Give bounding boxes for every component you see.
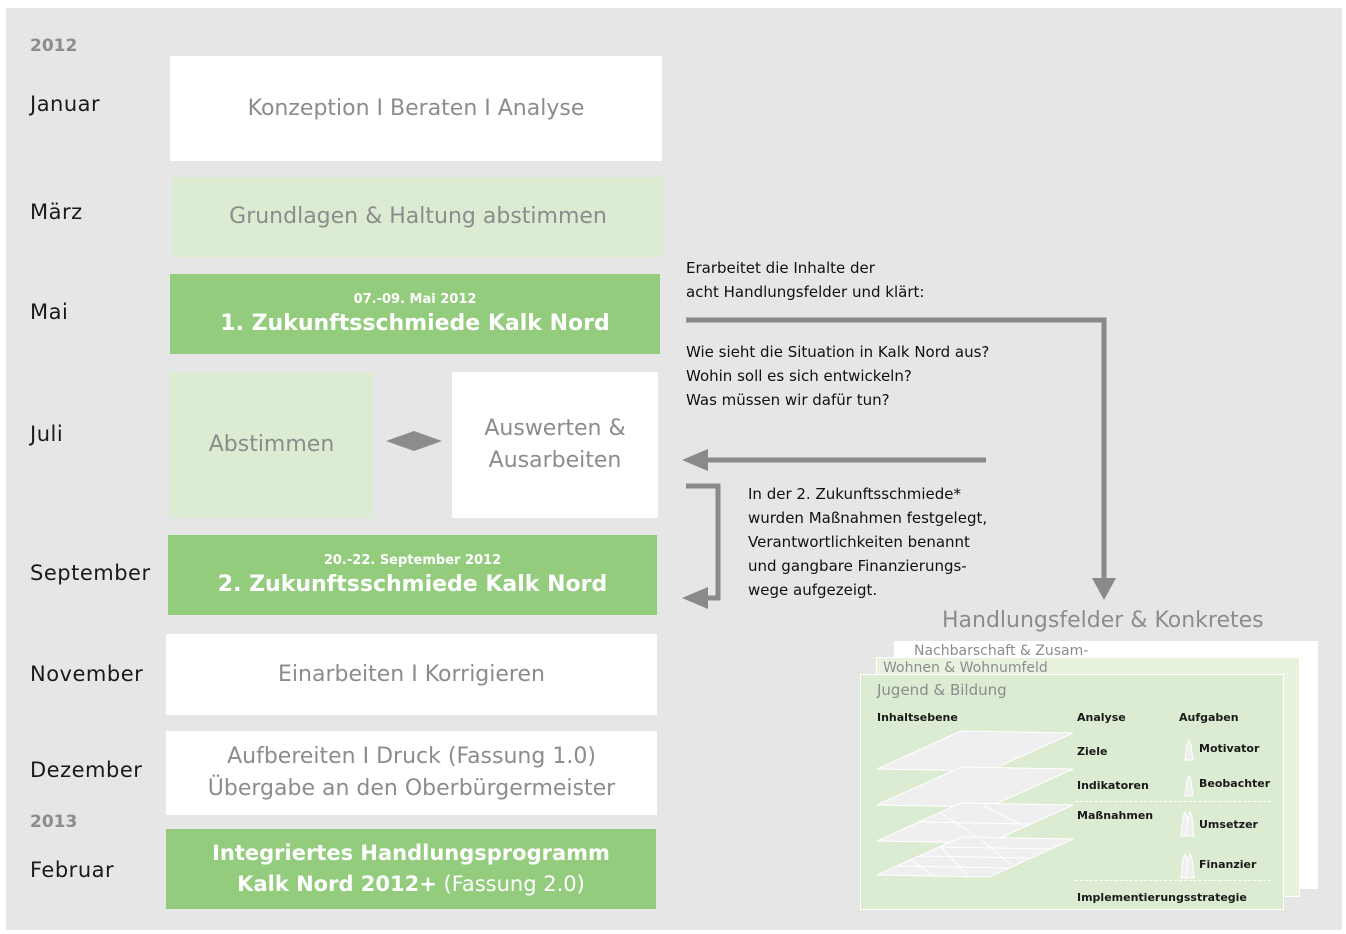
note-intro-line1: Erarbeitet die Inhalte der <box>686 259 875 277</box>
label-ziele: Ziele <box>1077 745 1108 758</box>
zukunftsschmiede-2-title: 2. Zukunftsschmiede Kalk Nord <box>217 572 608 597</box>
note-zs2-line1: In der 2. Zukunftsschmiede* <box>748 485 962 503</box>
zukunftsschmiede-2-date: 20.-22. September 2012 <box>323 553 502 568</box>
zukunftsschmiede-1-box: 07.-09. Mai 2012 1. Zukunftsschmiede Kal… <box>170 274 660 354</box>
note-zs2-line3: Verantwortlichkeiten benannt <box>748 533 970 551</box>
zukunftsschmiede-2-box: 20.-22. September 2012 2. Zukunftsschmie… <box>168 535 657 615</box>
diagram-canvas: 2012 2013 Januar März Mai Juli September… <box>6 8 1342 930</box>
label-massnahmen: Maßnahmen <box>1077 809 1154 822</box>
label-aufgaben: Aufgaben <box>1179 711 1239 724</box>
arrow-to-september <box>686 483 721 601</box>
step-auswerten-line2: Ausarbeiten <box>488 448 622 473</box>
divider-dashed-2 <box>1075 880 1271 881</box>
note-zukunftsschmiede-2: In der 2. Zukunftsschmiede* wurden Maßna… <box>748 482 987 602</box>
label-indikatoren: Indikatoren <box>1077 779 1149 792</box>
note-intro: Erarbeitet die Inhalte der acht Handlung… <box>686 256 924 304</box>
step-aufbereiten-box: Aufbereiten I Druck (Fassung 1.0) Überga… <box>166 731 657 815</box>
beobachter-figure-icon <box>1184 775 1194 797</box>
month-dezember: Dezember <box>30 758 143 782</box>
step-konzeption-text: Konzeption I Beraten I Analyse <box>247 95 585 121</box>
note-zs2-line2: wurden Maßnahmen festgelegt, <box>748 509 988 527</box>
note-zs2-line5: wege aufgezeigt. <box>748 581 878 599</box>
year-2012-label: 2012 <box>30 36 78 56</box>
step-einarbeiten-text: Einarbeiten I Korrigieren <box>278 661 545 687</box>
layer-planes-graphic <box>876 730 1074 878</box>
year-2013-label: 2013 <box>30 812 78 832</box>
month-juli: Juli <box>30 422 64 446</box>
step-grundlagen-text: Grundlagen & Haltung abstimmen <box>229 204 607 229</box>
label-implementierung: Implementierungsstrategie <box>1077 891 1247 904</box>
card-jugend-bildung: Jugend & Bildung Inhaltsebene Analyse Au… <box>860 674 1284 910</box>
step-auswerten-line1: Auswerten & <box>484 416 626 441</box>
month-september: September <box>30 561 151 585</box>
step-abstimmen-text: Abstimmen <box>208 432 335 457</box>
label-umsetzer: Umsetzer <box>1199 818 1258 831</box>
label-analyse: Analyse <box>1077 711 1126 724</box>
card-jugend-label: Jugend & Bildung <box>877 681 1007 699</box>
handlungsfelder-title: Handlungsfelder & Konkretes <box>942 608 1264 633</box>
label-inhaltsebene: Inhaltsebene <box>877 711 958 724</box>
month-februar: Februar <box>30 858 115 882</box>
final-programm-box: Integriertes Handlungsprogramm Kalk Nord… <box>166 829 656 909</box>
zukunftsschmiede-1-date: 07.-09. Mai 2012 <box>353 292 477 307</box>
month-november: November <box>30 662 144 686</box>
arrow-head-left-september <box>682 587 708 609</box>
motivator-figure-icon <box>1184 739 1194 761</box>
month-januar: Januar <box>30 92 101 116</box>
arrow-head-left-juli <box>682 449 708 471</box>
divider-dashed-1 <box>1075 801 1271 802</box>
note-zs2-line4: und gangbare Finanzierungs- <box>748 557 967 575</box>
final-programm-line1: Integriertes Handlungsprogramm <box>212 841 610 865</box>
step-auswerten-box: Auswerten & Ausarbeiten <box>452 372 658 518</box>
card-wohnen-label: Wohnen & Wohnumfeld <box>883 660 1048 676</box>
step-abstimmen-box: Abstimmen <box>170 372 373 518</box>
label-finanzier: Finanzier <box>1199 858 1257 871</box>
label-motivator: Motivator <box>1199 742 1260 755</box>
label-beobachter: Beobachter <box>1199 777 1271 790</box>
finanzier-figure-icon <box>1180 853 1195 879</box>
double-arrow-icon <box>386 431 442 451</box>
final-programm-name: Kalk Nord 2012+ <box>237 872 437 896</box>
arrow-to-handlungsfelder <box>686 317 1107 580</box>
step-einarbeiten-box: Einarbeiten I Korrigieren <box>166 634 657 715</box>
month-maerz: März <box>30 200 83 224</box>
note-intro-line2: acht Handlungsfelder und klärt: <box>686 283 925 301</box>
zukunftsschmiede-1-title: 1. Zukunftsschmiede Kalk Nord <box>220 311 610 336</box>
connector-arrows <box>682 317 1116 609</box>
step-konzeption-box: Konzeption I Beraten I Analyse <box>170 56 662 161</box>
note-question-1: Wie sieht die Situation in Kalk Nord aus… <box>686 343 990 361</box>
final-programm-version: (Fassung 2.0) <box>436 872 585 896</box>
note-questions: Wie sieht die Situation in Kalk Nord aus… <box>686 340 989 412</box>
card-nachbarschaft-label: Nachbarschaft & Zusam- <box>914 643 1089 659</box>
step-aufbereiten-line2: Übergabe an den Oberbürgermeister <box>207 776 616 801</box>
note-question-2: Wohin soll es sich entwickeln? <box>686 367 912 385</box>
step-grundlagen-box: Grundlagen & Haltung abstimmen <box>173 177 663 257</box>
step-aufbereiten-line1: Aufbereiten I Druck (Fassung 1.0) <box>227 744 596 769</box>
umsetzer-figure-icon <box>1180 811 1195 837</box>
month-mai: Mai <box>30 300 69 324</box>
arrow-head-down <box>1092 578 1116 600</box>
note-question-3: Was müssen wir dafür tun? <box>686 391 890 409</box>
